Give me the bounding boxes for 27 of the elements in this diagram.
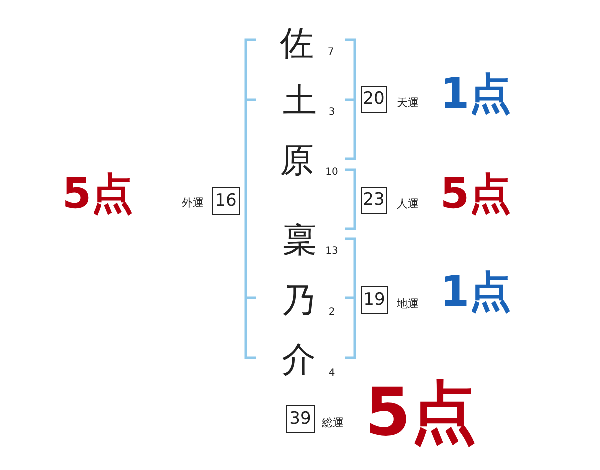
fortune-label: 天運 bbox=[397, 98, 419, 108]
score-text: 1点 bbox=[440, 73, 512, 115]
stroke-count: 3 bbox=[328, 108, 336, 118]
number-box: 16 bbox=[212, 187, 240, 215]
score-text: 1点 bbox=[440, 271, 512, 313]
number-box: 23 bbox=[361, 187, 387, 214]
score-text: 5点 bbox=[62, 173, 134, 215]
score-text: 5点 bbox=[365, 380, 477, 446]
fortune-label: 総運 bbox=[322, 418, 344, 428]
stroke-count: 4 bbox=[328, 369, 336, 379]
name-character: 原 bbox=[280, 144, 314, 178]
stroke-count: 13 bbox=[326, 247, 338, 257]
name-character: 佐 bbox=[280, 27, 314, 61]
fortune-label: 外運 bbox=[182, 198, 204, 208]
fortune-label: 地運 bbox=[397, 298, 419, 310]
fortune-label: 人運 bbox=[397, 198, 419, 210]
name-character: 介 bbox=[282, 343, 316, 377]
score-text: 5点 bbox=[440, 173, 512, 215]
stroke-count: 2 bbox=[328, 308, 336, 318]
name-character: 稟 bbox=[283, 223, 317, 257]
stroke-count: 10 bbox=[326, 168, 338, 178]
number-box: 20 bbox=[361, 86, 387, 113]
name-character: 土 bbox=[283, 84, 317, 118]
stroke-count: 7 bbox=[328, 48, 334, 58]
number-box: 39 bbox=[286, 405, 315, 433]
name-character: 乃 bbox=[282, 284, 316, 318]
number-box: 19 bbox=[361, 286, 388, 314]
